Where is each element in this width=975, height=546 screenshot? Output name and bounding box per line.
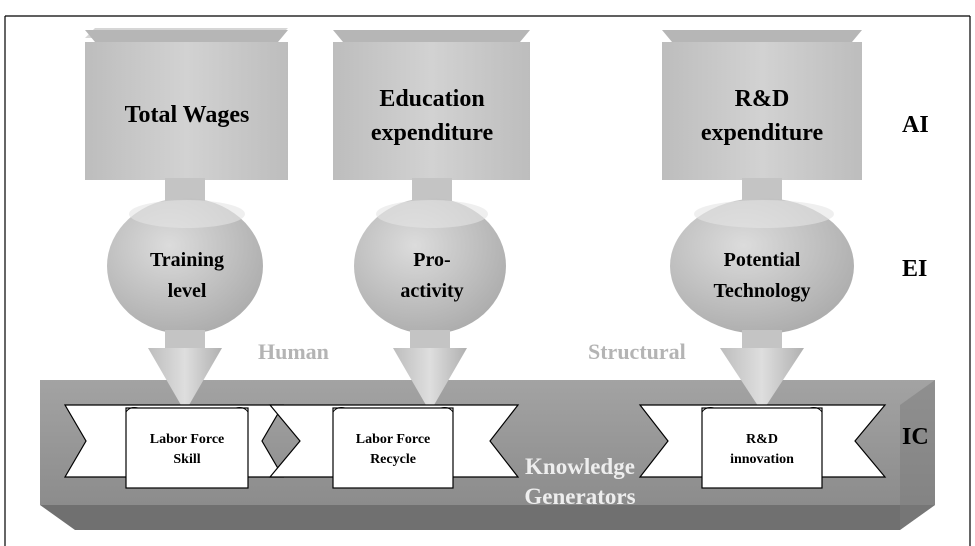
- banner-text: Recycle: [370, 452, 416, 467]
- banner-text: Labor Force: [150, 432, 225, 447]
- banner-text: R&D: [746, 432, 778, 447]
- arrow-down: [393, 348, 467, 412]
- top-box-text: Education: [379, 86, 484, 112]
- banner-text: Skill: [173, 452, 200, 467]
- banner-labor-force-skill: [63, 404, 285, 489]
- disc-pro-activity: [354, 198, 506, 334]
- top-box-text: Total Wages: [125, 102, 250, 128]
- level-label-ai: AI: [902, 112, 929, 138]
- disc-text: Potential: [724, 249, 801, 271]
- platform-label: Generators: [524, 484, 635, 509]
- top-box-text: expenditure: [701, 120, 824, 146]
- top-box-text: expenditure: [371, 120, 494, 146]
- top-box-total-wages: [85, 42, 288, 180]
- banner-rd-innovation: [638, 404, 887, 489]
- arrow-down: [148, 348, 222, 412]
- disc-text: Training: [150, 249, 224, 271]
- column-total-wages: [85, 28, 288, 412]
- disc-text: Pro-: [413, 249, 450, 271]
- banner-labor-force-recycle: [268, 404, 520, 489]
- box-top-face: [85, 30, 288, 42]
- disc-potential-technology: [670, 198, 854, 334]
- top-box-text: R&D: [735, 86, 790, 112]
- disc-training-level: [107, 198, 263, 334]
- structural-label: Structural: [588, 339, 686, 364]
- level-label-ic: IC: [902, 424, 929, 450]
- banner-text: innovation: [730, 452, 794, 467]
- arrow-down: [720, 348, 804, 412]
- top-box-education-expenditure: [333, 42, 530, 180]
- disc-text: activity: [400, 280, 463, 302]
- column-education-expenditure: [333, 30, 530, 412]
- platform-label: Knowledge: [525, 454, 635, 479]
- level-label-ei: EI: [902, 256, 927, 282]
- banner-text: Labor Force: [356, 432, 431, 447]
- human-label: Human: [258, 339, 329, 364]
- disc-text: Technology: [713, 280, 810, 302]
- disc-text: level: [168, 280, 207, 302]
- column-rd-expenditure: [662, 30, 862, 412]
- top-box-rd-expenditure: [662, 42, 862, 180]
